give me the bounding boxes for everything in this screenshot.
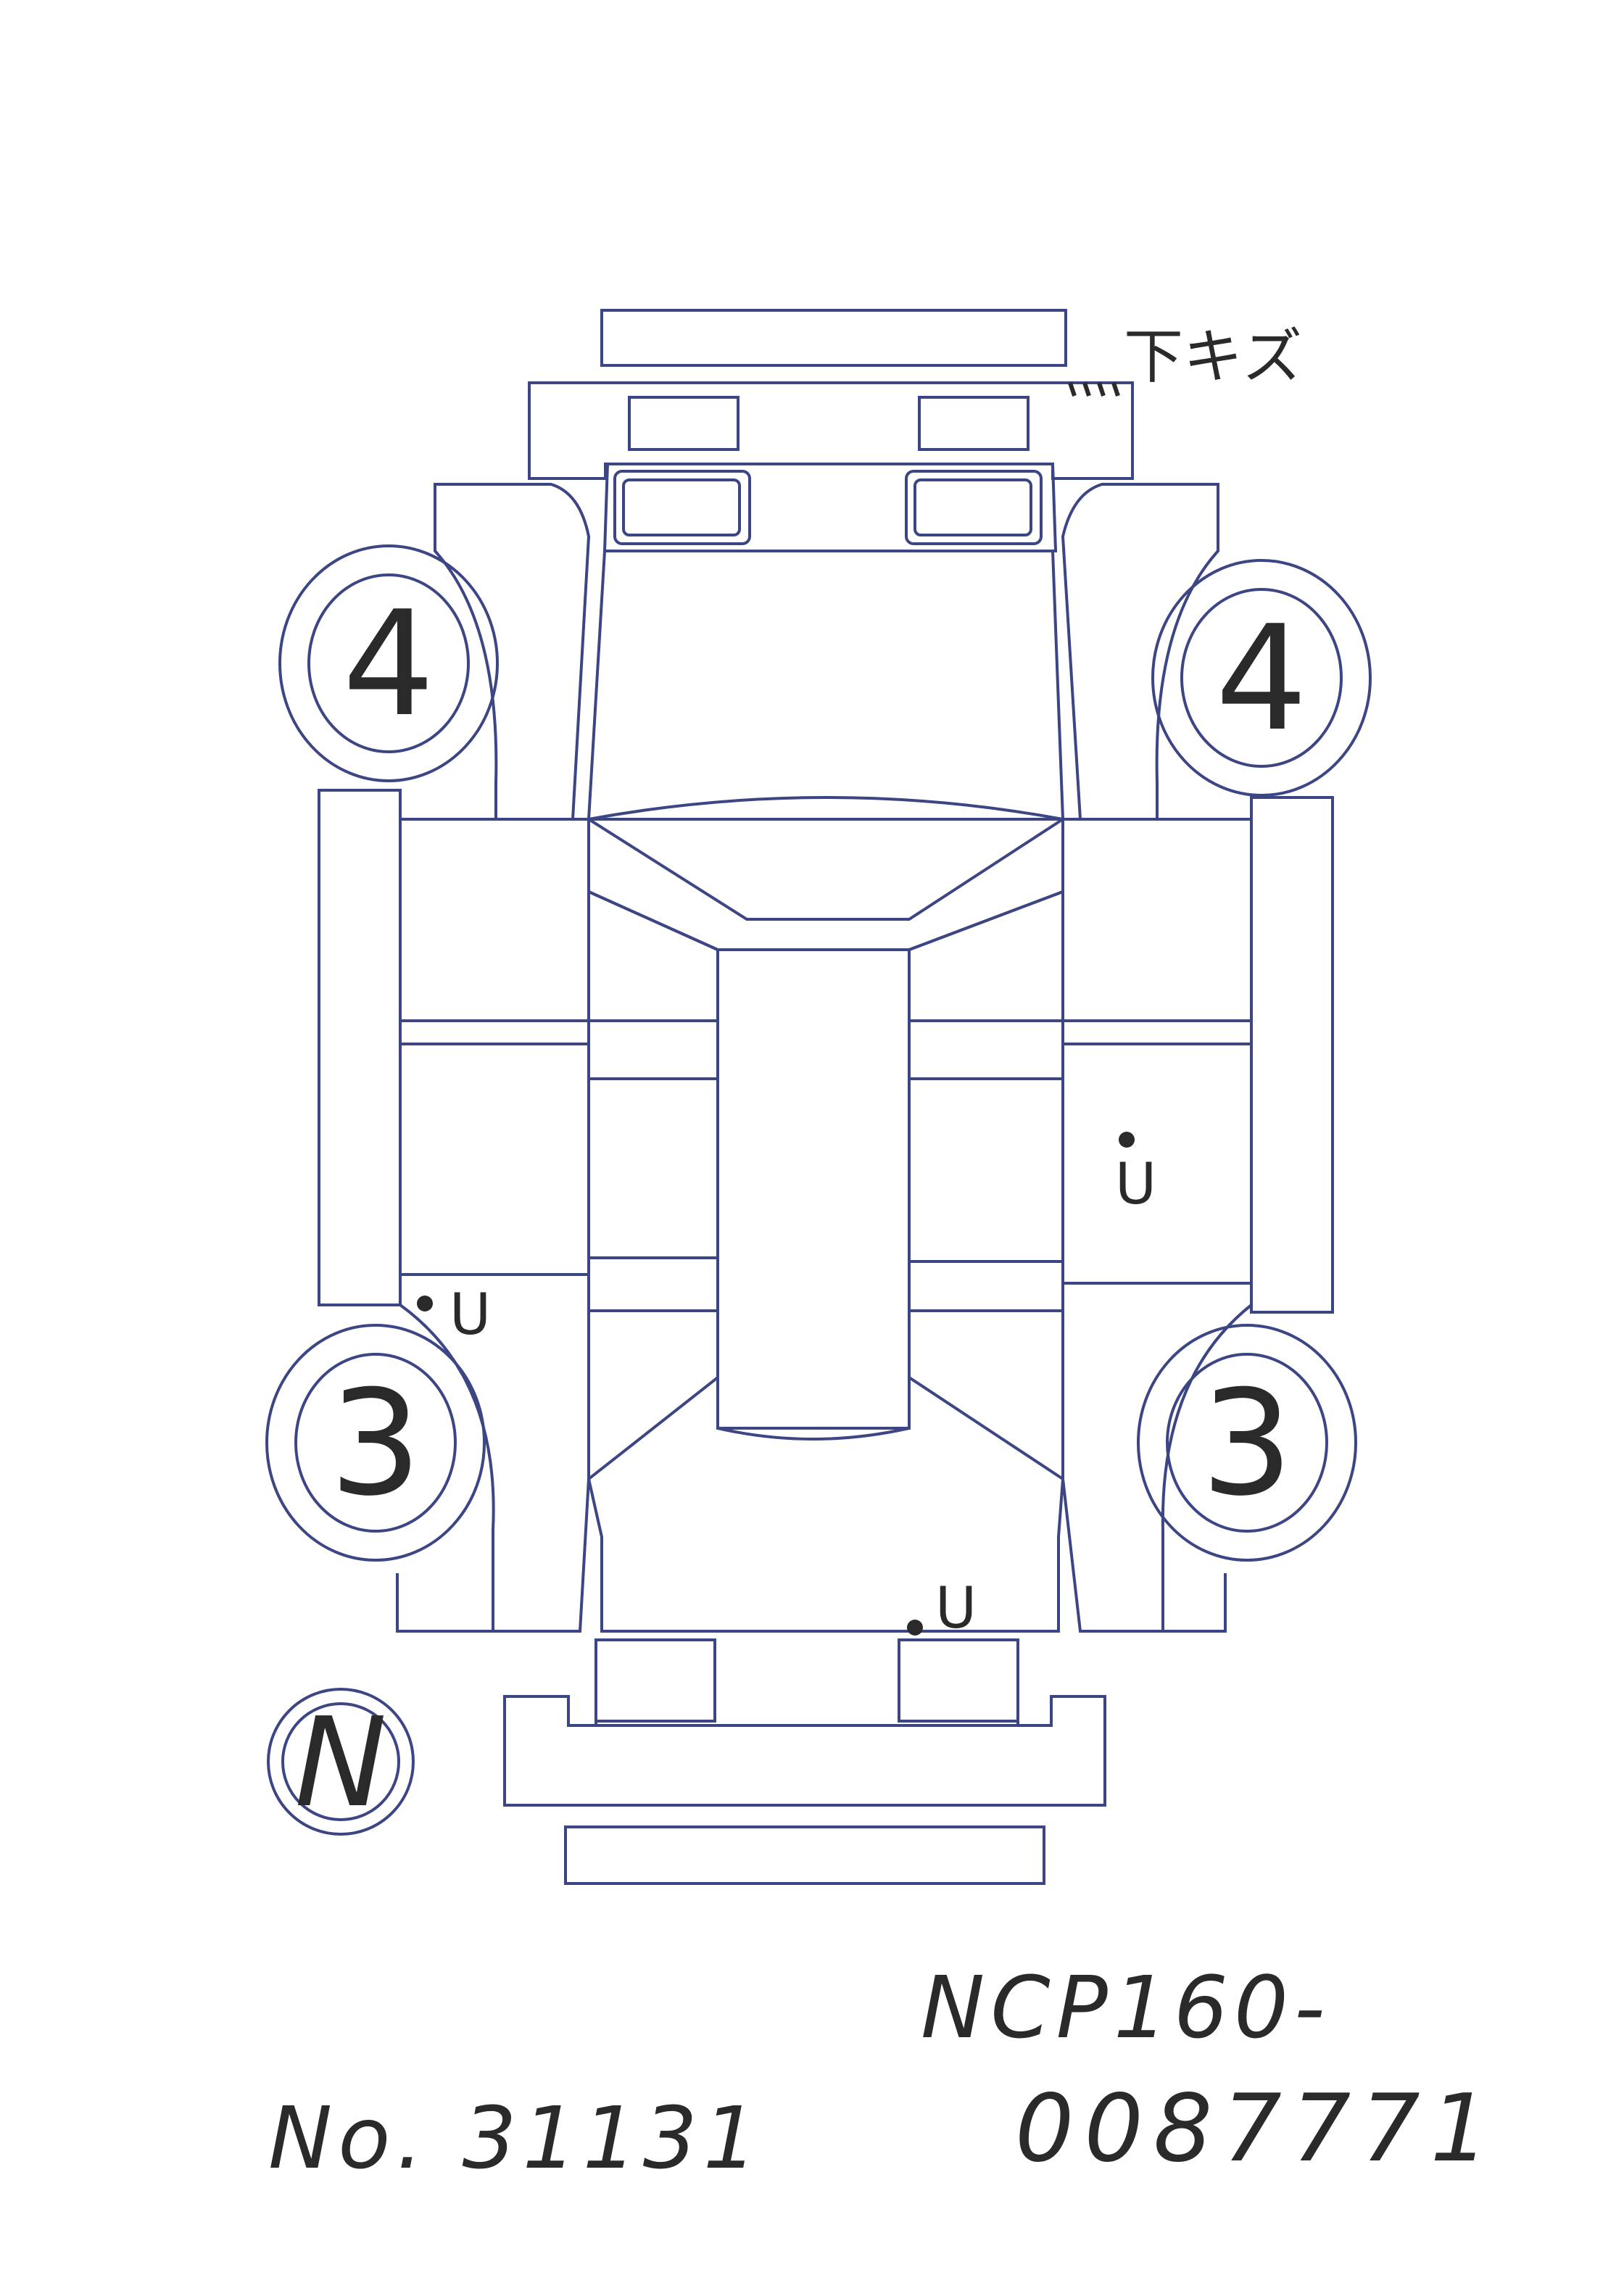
front-bumper-damage-marks [1068, 382, 1120, 397]
rear-left-wheel [265, 1324, 486, 1562]
right-side-mark-dot [1119, 1132, 1135, 1148]
left-sill [318, 789, 402, 1306]
rear-left-tire-grade: 3 [329, 1359, 421, 1528]
chassis-number-line1: NCP160- [921, 1957, 1331, 2057]
headlight-right-outer [905, 470, 1043, 545]
front-right-tire-grade: 4 [1215, 594, 1307, 763]
spare-tire [267, 1688, 415, 1836]
rear-center-mark-dot [907, 1620, 923, 1636]
headlight-left-inner [622, 478, 741, 536]
front-bumper-bar [600, 309, 1067, 367]
windshield [587, 818, 1064, 921]
rear-bumper-bar [564, 1825, 1045, 1885]
right-side-mark: U [1115, 1152, 1156, 1217]
rear-right-fender [1061, 1304, 1253, 1633]
stock-number: No. 31131 [268, 2088, 763, 2188]
rear-right-quarter [1163, 1573, 1227, 1633]
rear-left-mark: U [450, 1282, 491, 1348]
rear-left-mark-dot [417, 1296, 433, 1311]
handwritten-marks: 4 4 3 3 N 下キズ U U U [294, 323, 1307, 1835]
hood-panel [587, 550, 1065, 821]
spare-tire-grade: N [294, 1691, 386, 1835]
front-right-lamp [918, 396, 1030, 451]
rear-bumper [503, 1695, 1106, 1807]
rear-left-quarter [396, 1573, 493, 1633]
trunk [587, 1478, 1064, 1633]
hood [602, 463, 1058, 552]
front-left-tire-grade: 4 [342, 580, 434, 749]
front-left-lamp [628, 396, 740, 451]
rear-right-tire-grade: 3 [1201, 1359, 1293, 1528]
front-left-wheel [278, 544, 499, 782]
windshield-top [588, 796, 1064, 821]
headlight-right-inner [914, 478, 1032, 536]
sheet-footer: No. 31131 NCP160- 0087771 [268, 1957, 1499, 2188]
rear-right-wheel [1137, 1324, 1357, 1562]
front-right-wheel [1151, 559, 1372, 797]
front-left-fender [434, 483, 591, 821]
chassis-number-line2: 0087771 [1015, 2075, 1499, 2183]
rear-center-mark: U [935, 1576, 977, 1641]
rear-window [717, 1427, 910, 1441]
left-inner-panel [587, 889, 719, 1483]
right-sill [1250, 796, 1334, 1314]
right-inner-panel [908, 890, 1064, 1482]
headlight-left-outer [613, 470, 751, 545]
front-bumper-note: 下キズ [1124, 323, 1302, 391]
car-diagram [265, 309, 1372, 1885]
